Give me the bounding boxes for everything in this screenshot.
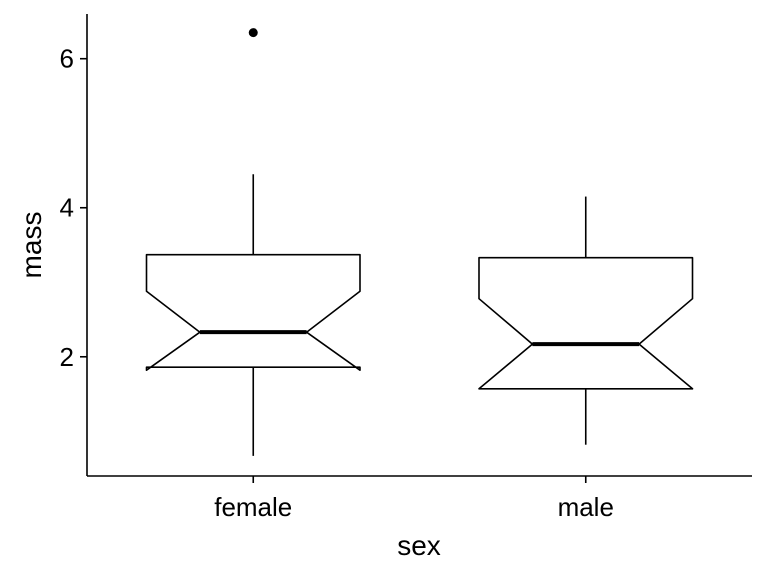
x-tick-label-male: male — [558, 492, 614, 522]
box-body-male — [478, 256, 694, 390]
box-female — [145, 28, 361, 456]
x-tick-label-female: female — [214, 492, 292, 522]
box-male — [478, 196, 694, 445]
y-tick-label-2: 2 — [60, 342, 74, 372]
y-tick-label-4: 4 — [60, 193, 74, 223]
box-body-female — [145, 253, 361, 372]
plot-area — [145, 28, 694, 456]
x-axis-ticks: female male — [214, 476, 614, 522]
y-tick-label-6: 6 — [60, 44, 74, 74]
outlier-point-female-0 — [248, 28, 258, 38]
y-axis-ticks: 2 4 6 — [60, 44, 87, 372]
y-axis-title: mass — [16, 212, 47, 279]
x-axis-title: sex — [397, 530, 441, 561]
